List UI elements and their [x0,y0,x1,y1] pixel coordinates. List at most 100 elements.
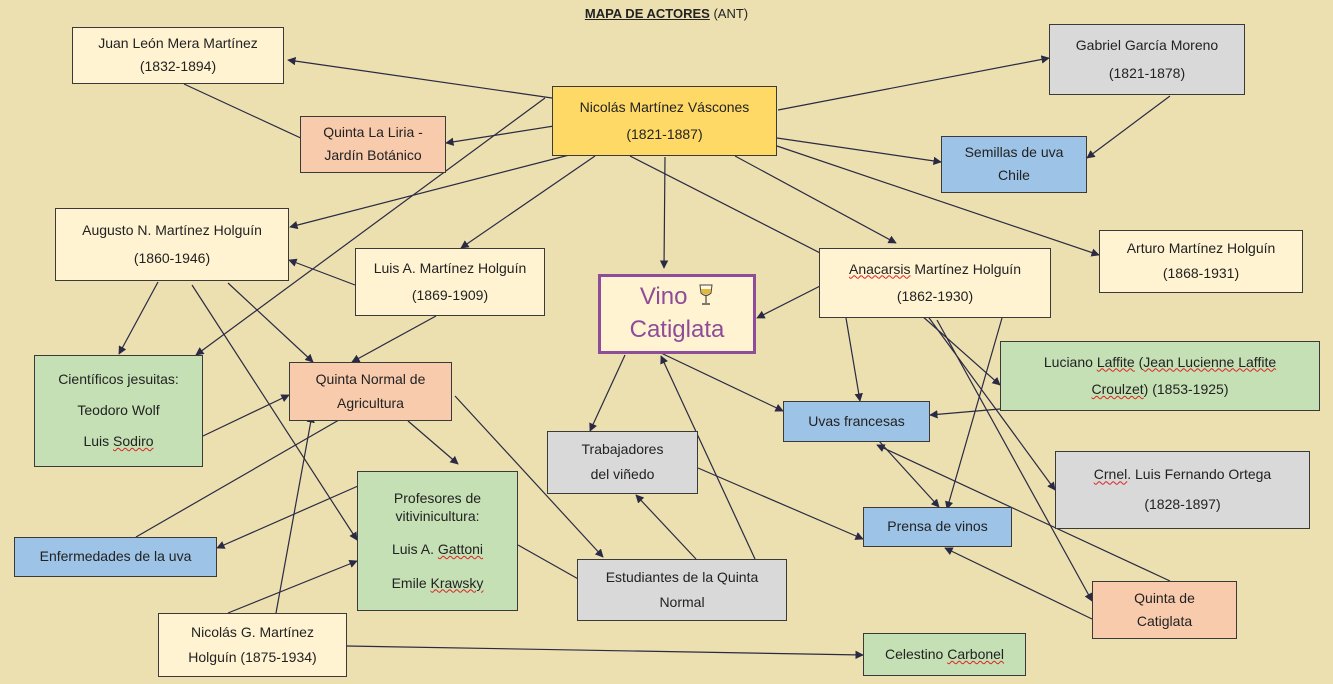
node-juan-leon-mera: Juan León Mera Martínez (1832-1894) [72,27,284,84]
node-line: Luciano Laffite (Jean Lucienne Laffite [1044,354,1276,372]
node-line-part: Luciano [1043,353,1097,370]
vino-title-line-1: Vino [640,283,714,312]
wine-glass-icon [699,284,713,305]
node-line-part: Sodiro [113,433,154,450]
arrow-35 [845,317,863,402]
node-line-part: Luis [83,433,114,450]
node-dates: (1828-1897) [1144,496,1221,513]
node-line: Prensa de vinos [887,518,988,535]
node-line: Luis A. Gattoni [392,541,483,559]
arrow-3 [777,55,1050,111]
node-line-part: Luis A. [391,541,438,557]
node-line-part: Laffite [1096,353,1135,370]
title-suffix: (ANT) [713,6,749,21]
node-line: Uvas francesas [808,412,905,429]
node-name-part: Celestino [884,645,948,662]
node-line: Normal [659,593,705,610]
arrow-28 [346,645,864,660]
arrow-30 [635,494,697,560]
arrow-18 [227,282,314,363]
node-line: Croulzet) (1853-1925) [1092,381,1229,399]
arrow-27 [275,414,315,614]
node-line: Quinta La Liria - [323,124,423,141]
vino-word: Vino [639,283,688,311]
node-name: Nicolás Martínez Váscones [579,98,750,115]
node-uvas-francesas: Uvas francesas [783,401,930,442]
node-dates: (1869-1909) [411,286,489,303]
node-semillas-de-uva: Semillas de uva Chile [941,136,1087,193]
node-name: Juan León Mera Martínez [98,35,258,52]
arrow-17 [118,281,159,355]
node-line: Quinta de [1134,589,1195,606]
node-dates: (1821-1878) [1108,64,1186,81]
node-line-part: Jean Lucienne Laffite [1143,353,1277,370]
node-name: Luis A. Martínez Holguín [373,260,527,276]
node-dates: Holguín (1875-1934) [188,648,317,665]
arrow-16 [351,315,437,363]
node-arturo-martinez-holguin: Arturo Martínez Holguín (1868-1931) [1099,230,1303,293]
arrow-32 [697,467,864,540]
vino-title-line-2: Catiglata [629,316,725,344]
arrow-10 [776,145,1100,257]
arrow-6 [776,137,942,166]
arrow-38 [945,317,1003,510]
arrow-7 [460,155,596,249]
arrow-36 [878,440,940,508]
node-line: Luis Sodiro [83,433,153,451]
arrow-22 [454,395,604,558]
arrow-11 [629,155,829,258]
node-name: Gabriel García Moreno [1075,37,1219,53]
node-line: Semillas de uva [964,144,1064,161]
arrow-13 [183,83,319,147]
node-name-part: . Luis Fernando Ortega [1127,466,1272,483]
node-luciano-laffite: Luciano Laffite (Jean Lucienne Laffite C… [1000,341,1320,411]
node-name: Celestino Carbonel [885,646,1004,664]
arrow-19 [191,284,358,541]
node-enfermedades-de-la-uva: Enfermedades de la uva [14,537,217,577]
node-name-rest: Martínez Holguín [910,260,1021,277]
node-nicolas-martinez-vascones: Nicolás Martínez Váscones (1821-1887) [552,86,777,156]
node-line: del viñedo [590,466,655,483]
node-dates: (1832-1894) [139,58,217,75]
arrow-20 [202,394,290,437]
arrow-24 [216,485,359,549]
node-line: Emile Krawsky [392,575,484,593]
node-gabriel-garcia-moreno: Gabriel García Moreno (1821-1878) [1049,24,1245,95]
node-dates: (1821-1887) [626,125,703,142]
node-line: Científicos jesuitas: [58,371,179,388]
diagram-title: MAPA DE ACTORES (ANT) [0,6,1333,21]
node-line: Jardín Botánico [324,147,422,164]
arrow-1 [287,56,553,99]
node-quinta-de-catiglata: Quinta de Catiglata [1092,581,1237,639]
arrow-4 [1086,95,1171,159]
arrow-23 [135,408,359,538]
node-trabajadores-vinedo: Trabajadores del viñedo [547,431,698,494]
node-line: Chile [998,167,1030,184]
arrow-31 [660,355,756,560]
node-line-part: Croulzet [1091,380,1144,397]
node-anacarsis-martinez-holguin: Anacarsis Martínez Holguín (1862-1930) [819,248,1051,318]
node-line: Agricultura [337,394,404,411]
arrow-9 [734,155,897,244]
arrow-39 [936,319,1093,602]
node-line: Teodoro Wolf [77,402,160,419]
arrow-8 [659,156,669,269]
node-prensa-de-vinos: Prensa de vinos [863,507,1012,547]
arrow-14 [195,97,546,356]
node-line-part: Profesores de [393,490,482,506]
node-nicolas-g-martinez-holguin: Nicolás G. Martínez Holguín (1875-1934) [158,613,347,677]
arrow-12 [756,280,831,319]
node-crnel-luis-fernando-ortega: Crnel. Luis Fernando Ortega (1828-1897) [1055,451,1310,529]
node-line: Trabajadores [581,441,664,458]
node-dates: (1868-1931) [1162,265,1240,282]
arrow-2 [445,125,555,146]
arrow-21 [407,420,459,465]
arrow-33 [660,352,784,412]
node-line-part: Gattoni [437,541,484,557]
node-line: Enfermedades de la uva [39,548,192,565]
title-main: MAPA DE ACTORES [584,6,710,21]
node-name: Nicolás G. Martínez [191,623,314,640]
node-line-part: vitivinicultura: [395,507,480,524]
